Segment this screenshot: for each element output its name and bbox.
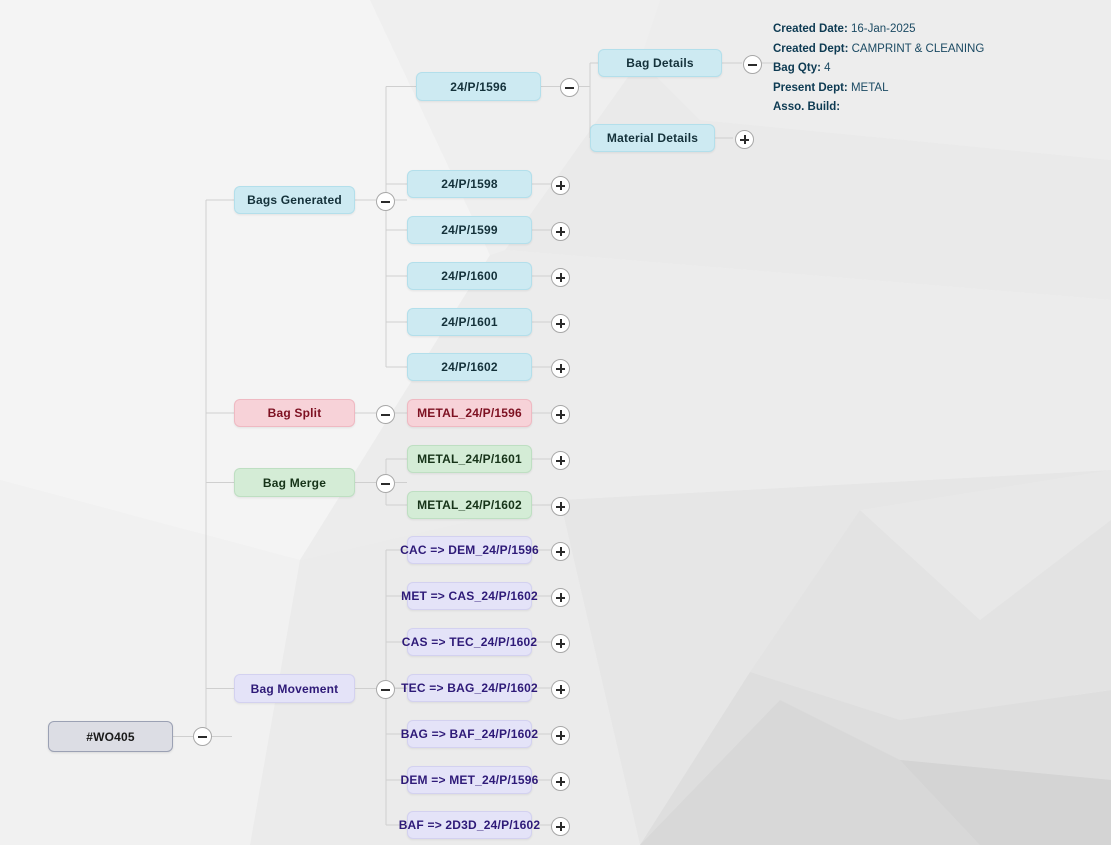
expand-icon-metal-24-p-1596[interactable] (551, 405, 570, 424)
detail-label: Created Dept: (773, 42, 849, 55)
detail-value: 16-Jan-2025 (847, 23, 916, 35)
bag-details-branch-material-details[interactable]: Material Details (590, 124, 715, 152)
node-wo405[interactable]: #WO405 (48, 721, 173, 752)
expand-icon-cas-to-tec-24-p-1602[interactable] (551, 634, 570, 653)
bag-merge-metal-24-p-1602[interactable]: METAL_24/P/1602 (407, 491, 532, 519)
bags-generated-24-p-1599[interactable]: 24/P/1599 (407, 216, 532, 244)
category-bag-merge[interactable]: Bag Merge (234, 468, 355, 497)
detail-value: 4 (820, 62, 831, 74)
detail-label: Bag Qty: (773, 62, 821, 74)
expand-icon-24-p-1601[interactable] (551, 314, 570, 333)
collapse-icon-bag-merge[interactable] (376, 474, 395, 493)
bag-movement-dem-to-met-24-p-1596[interactable]: DEM => MET_24/P/1596 (400, 766, 538, 794)
detail-label: Present Dept: (773, 81, 848, 94)
category-bag-split[interactable]: Bag Split (234, 399, 355, 427)
expand-icon-24-p-1599[interactable] (551, 222, 570, 241)
bag-details-branch-bag-details[interactable]: Bag Details (598, 49, 722, 77)
bags-generated-24-p-1601[interactable]: 24/P/1601 (407, 308, 532, 336)
category-bag-movement[interactable]: Bag Movement (234, 674, 355, 703)
expand-icon-cac-to-dem-24-p-1596[interactable] (551, 542, 570, 561)
detail-row-asso-build: Asso. Build: (773, 98, 984, 118)
detail-value: METAL (847, 81, 889, 94)
collapse-icon-bags-generated[interactable] (376, 192, 395, 211)
expand-icon-tec-to-bag-24-p-1602[interactable] (551, 680, 570, 699)
detail-value: CAMPRINT & CLEANING (848, 42, 985, 55)
expand-icon-24-p-1602[interactable] (551, 359, 570, 378)
expand-icon-bag-to-baf-24-p-1602[interactable] (551, 726, 570, 745)
expand-icon-material-details[interactable] (735, 130, 754, 149)
category-bags-generated[interactable]: Bags Generated (234, 186, 355, 214)
detail-row-created-date: Created Date: 16-Jan-2025 (773, 20, 984, 40)
bags-generated-24-p-1600[interactable]: 24/P/1600 (407, 262, 532, 290)
bag-movement-cas-to-tec-24-p-1602[interactable]: CAS => TEC_24/P/1602 (402, 628, 537, 656)
expand-icon-dem-to-met-24-p-1596[interactable] (551, 772, 570, 791)
bag-movement-met-to-cas-24-p-1602[interactable]: MET => CAS_24/P/1602 (401, 582, 538, 610)
bags-generated-24-p-1596[interactable]: 24/P/1596 (416, 72, 541, 101)
expand-icon-24-p-1600[interactable] (551, 268, 570, 287)
detail-row-bag-qty: Bag Qty: 4 (773, 59, 984, 79)
bag-movement-baf-to-2d3d-24-p-1602[interactable]: BAF => 2D3D_24/P/1602 (399, 811, 540, 839)
bag-split-metal-24-p-1596[interactable]: METAL_24/P/1596 (407, 399, 532, 427)
expand-icon-24-p-1598[interactable] (551, 176, 570, 195)
bag-merge-metal-24-p-1601[interactable]: METAL_24/P/1601 (407, 445, 532, 473)
bag-movement-cac-to-dem-24-p-1596[interactable]: CAC => DEM_24/P/1596 (400, 536, 539, 564)
detail-row-present-dept: Present Dept: METAL (773, 79, 984, 99)
collapse-icon-24-p-1596[interactable] (560, 78, 579, 97)
collapse-icon-root[interactable] (193, 727, 212, 746)
collapse-icon-bag-split[interactable] (376, 405, 395, 424)
expand-icon-metal-24-p-1601[interactable] (551, 451, 570, 470)
collapse-icon-bag-movement[interactable] (376, 680, 395, 699)
bags-generated-24-p-1602[interactable]: 24/P/1602 (407, 353, 532, 381)
detail-label: Created Date: (773, 23, 848, 35)
detail-label: Asso. Build: (773, 101, 841, 113)
expand-icon-baf-to-2d3d-24-p-1602[interactable] (551, 817, 570, 836)
bag-movement-bag-to-baf-24-p-1602[interactable]: BAG => BAF_24/P/1602 (401, 720, 538, 748)
collapse-icon-bag-details[interactable] (743, 55, 762, 74)
bag-movement-tec-to-bag-24-p-1602[interactable]: TEC => BAG_24/P/1602 (401, 674, 538, 702)
bags-generated-24-p-1598[interactable]: 24/P/1598 (407, 170, 532, 198)
expand-icon-met-to-cas-24-p-1602[interactable] (551, 588, 570, 607)
expand-icon-metal-24-p-1602[interactable] (551, 497, 570, 516)
detail-row-created-dept: Created Dept: CAMPRINT & CLEANING (773, 40, 984, 60)
